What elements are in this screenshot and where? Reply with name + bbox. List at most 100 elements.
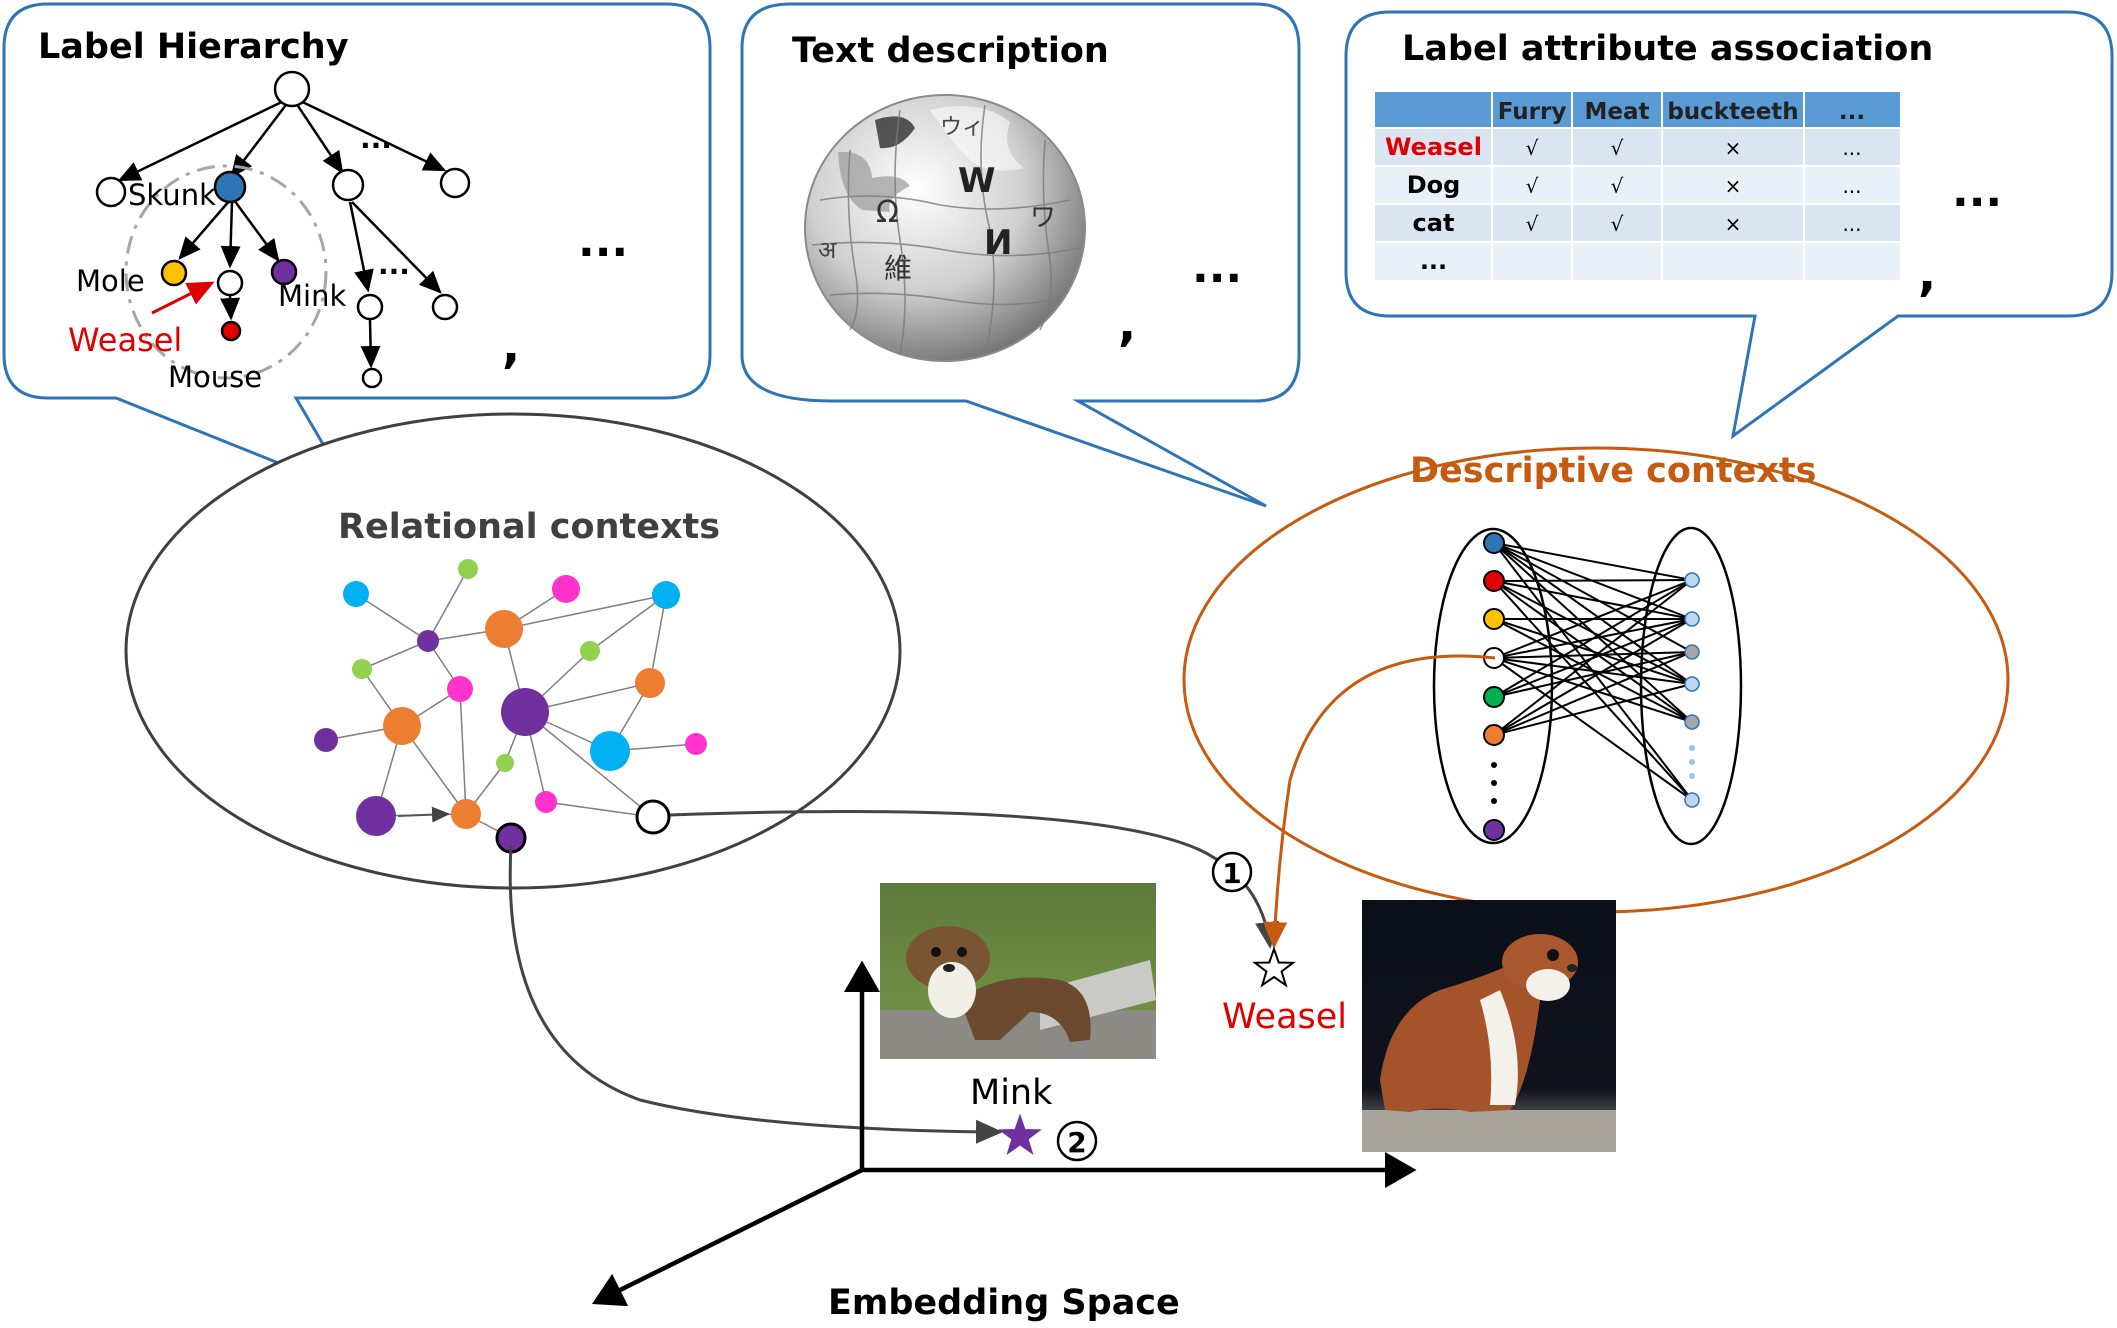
bipartite-edge <box>1493 542 1693 581</box>
bipartite-right-dot <box>1689 759 1695 765</box>
table-cell: ... <box>1842 212 1861 236</box>
text-description-title: Text description <box>792 31 1109 71</box>
bipartite-edge <box>1493 651 1693 736</box>
graph-node <box>447 676 473 702</box>
bipartite-left-node <box>1483 686 1505 708</box>
graph-node <box>501 688 549 736</box>
globe-glyph-a: अ <box>818 236 837 264</box>
bipartite-right-node <box>1684 714 1700 730</box>
tree-dots-sub: ... <box>378 248 410 281</box>
table-cell: √ <box>1526 136 1539 160</box>
text-description-ellipsis: ... <box>1192 242 1242 293</box>
graph-node <box>451 799 481 829</box>
table-cell: × <box>1725 136 1742 160</box>
bipartite-edge <box>1493 579 1693 698</box>
graph-edge <box>361 640 429 670</box>
graph-node <box>590 731 630 771</box>
graph-node <box>635 668 665 698</box>
attribute-comma: , <box>1918 246 1936 302</box>
step-marker-2: 2 <box>1056 1120 1098 1162</box>
skunk-label: Skunk <box>128 178 216 212</box>
table-cell: × <box>1725 212 1742 236</box>
graph-edge <box>589 594 667 652</box>
bipartite-right-node <box>1684 792 1700 808</box>
globe-glyph-omega: Ω <box>876 195 899 230</box>
globe-glyph-wei: 維 <box>884 252 912 285</box>
bipartite-left-node <box>1483 724 1505 746</box>
graph-node <box>652 581 680 609</box>
globe-glyph-wi: ウィ <box>940 115 984 140</box>
graph-node <box>417 630 439 652</box>
table-row <box>1375 166 1900 204</box>
table-cell: ... <box>1842 136 1861 160</box>
table-cell: √ <box>1611 212 1624 236</box>
table-cell: ... <box>1842 174 1861 198</box>
text-description-comma: , <box>1118 296 1136 352</box>
bipartite-right-node <box>1684 572 1700 588</box>
graph-node <box>580 641 600 661</box>
graph-edge <box>524 711 654 818</box>
embedding-axes <box>591 960 1417 1307</box>
bipartite-right-node <box>1684 611 1700 627</box>
bipartite-left-dot <box>1491 798 1497 804</box>
globe-glyph-i: И <box>984 223 1012 263</box>
tree-dots-top: ... <box>360 122 392 155</box>
graph-node <box>685 733 707 755</box>
mink-star-icon <box>998 1113 1042 1156</box>
bipartite-edge <box>1493 579 1693 582</box>
attribute-ellipsis: ... <box>1952 166 2002 217</box>
graph-node <box>635 799 671 835</box>
weasel-star-icon <box>1252 945 1296 988</box>
mink-label: Mink <box>278 279 346 313</box>
table-header-cell: Meat <box>1584 99 1649 125</box>
table-row <box>1375 204 1900 242</box>
graph-edge <box>355 593 429 642</box>
hierarchy-ellipsis: ... <box>578 216 628 267</box>
graph-edge <box>427 568 469 642</box>
graph-edge <box>459 688 467 815</box>
bipartite-edge <box>1493 683 1693 736</box>
svg-text:2: 2 <box>1067 1126 1086 1159</box>
relational-contexts-title: Relational contexts <box>338 507 720 547</box>
graph-node <box>356 796 396 836</box>
table-cell: ... <box>1420 247 1447 275</box>
wikipedia-globe-icon: W Ω И ウィ 維 अ ワ <box>804 94 1086 362</box>
label-hierarchy-title: Label Hierarchy <box>38 27 349 67</box>
table-cell: √ <box>1611 174 1624 198</box>
hierarchy-comma: , <box>502 318 520 374</box>
bipartite-right-dot <box>1689 773 1695 779</box>
bipartite-right-node <box>1684 676 1700 692</box>
table-row <box>1375 128 1900 166</box>
descriptive-contexts-title: Descriptive contexts <box>1410 451 1816 491</box>
table-cell: × <box>1725 174 1742 198</box>
table-header-row <box>1375 92 1900 128</box>
table-row <box>1375 242 1900 280</box>
graph-node <box>458 559 478 579</box>
relational-to-weasel-arrow <box>669 810 1280 949</box>
relational-contexts-ellipse <box>124 412 902 890</box>
bipartite-left-dot <box>1491 762 1497 768</box>
table-header-cell: buckteeth <box>1667 99 1798 125</box>
hierarchy-dashed-circle <box>124 164 328 380</box>
bipartite-edge <box>1493 651 1693 659</box>
graph-node <box>352 659 372 679</box>
mole-label: Mole <box>76 264 145 298</box>
bipartite-left-node <box>1483 608 1505 630</box>
graph-node <box>343 581 369 607</box>
weasel-photo <box>1362 900 1616 1152</box>
graph-node <box>535 791 557 813</box>
descriptive-to-weasel-arrow <box>1263 654 1496 949</box>
bipartite-edge <box>1493 580 1693 620</box>
graph-node <box>485 610 523 648</box>
mink-photo <box>880 883 1156 1059</box>
bipartite-left-node <box>1483 570 1505 592</box>
mouse-label: Mouse <box>168 360 262 394</box>
globe-glyph-w: W <box>958 161 996 201</box>
bipartite-right-dot <box>1689 745 1695 751</box>
bipartite-graph <box>1483 532 1700 841</box>
step-marker-1: 1 <box>1211 851 1253 893</box>
table-cell: Weasel <box>1385 133 1482 161</box>
bipartite-edge <box>1493 618 1693 685</box>
bipartite-left-dot <box>1491 780 1497 786</box>
